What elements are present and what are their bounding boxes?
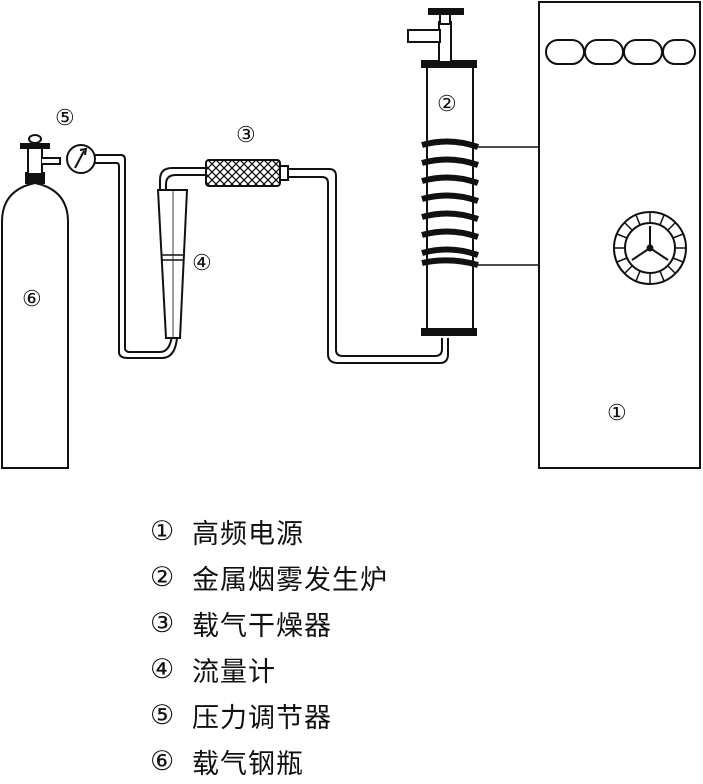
indicator-lights <box>545 39 696 65</box>
legend-item: ④ 流量计 <box>150 646 550 692</box>
legend-item: ② 金属烟雾发生炉 <box>150 554 550 600</box>
legend-text: 压力调节器 <box>192 702 332 734</box>
tube-regulator-to-flowmeter <box>95 154 178 359</box>
legend-number: ② <box>150 561 175 593</box>
apparatus-diagram: ⑥ ⑤ ④ ③ <box>0 1 701 469</box>
callout-power-supply: ① <box>607 401 627 426</box>
pressure-regulator: ⑤ <box>55 106 96 174</box>
legend-text: 载气干燥器 <box>192 610 332 642</box>
legend-item: ⑤ 压力调节器 <box>150 692 550 738</box>
flowmeter: ④ <box>156 189 212 339</box>
legend-number: ④ <box>150 653 175 685</box>
legend-text: 高频电源 <box>192 518 304 550</box>
callout-dryer: ③ <box>236 123 256 148</box>
carrier-gas-dryer: ③ <box>205 123 289 187</box>
legend-item: ① 高频电源 <box>150 508 550 554</box>
legend-number: ⑥ <box>150 745 175 777</box>
callout-flowmeter: ④ <box>192 251 212 276</box>
legend-text: 金属烟雾发生炉 <box>192 564 388 596</box>
legend-item: ⑥ 载气钢瓶 <box>150 738 550 784</box>
callout-gas-cylinder: ⑥ <box>22 287 42 312</box>
power-leads <box>476 146 539 266</box>
legend-number: ③ <box>150 607 175 639</box>
tube-flowmeter-to-dryer <box>159 167 206 190</box>
metal-smoke-furnace: ② <box>407 8 480 336</box>
callout-furnace: ② <box>437 92 457 117</box>
legend-number: ① <box>150 515 175 547</box>
legend-item: ③ 载气干燥器 <box>150 600 550 646</box>
legend-text: 流量计 <box>192 656 276 688</box>
tube-dryer-to-furnace <box>288 168 449 364</box>
callout-pressure-regulator: ⑤ <box>55 106 75 131</box>
legend: ① 高频电源 ② 金属烟雾发生炉 ③ 载气干燥器 ④ 流量计 ⑤ 压力调节器 ⑥… <box>150 508 550 784</box>
legend-number: ⑤ <box>150 699 175 731</box>
legend-text: 载气钢瓶 <box>192 748 304 780</box>
gas-cylinder: ⑥ <box>0 134 69 469</box>
dial-knob <box>613 211 687 285</box>
induction-coil <box>421 138 480 268</box>
high-frequency-power-supply: ① <box>538 1 701 469</box>
